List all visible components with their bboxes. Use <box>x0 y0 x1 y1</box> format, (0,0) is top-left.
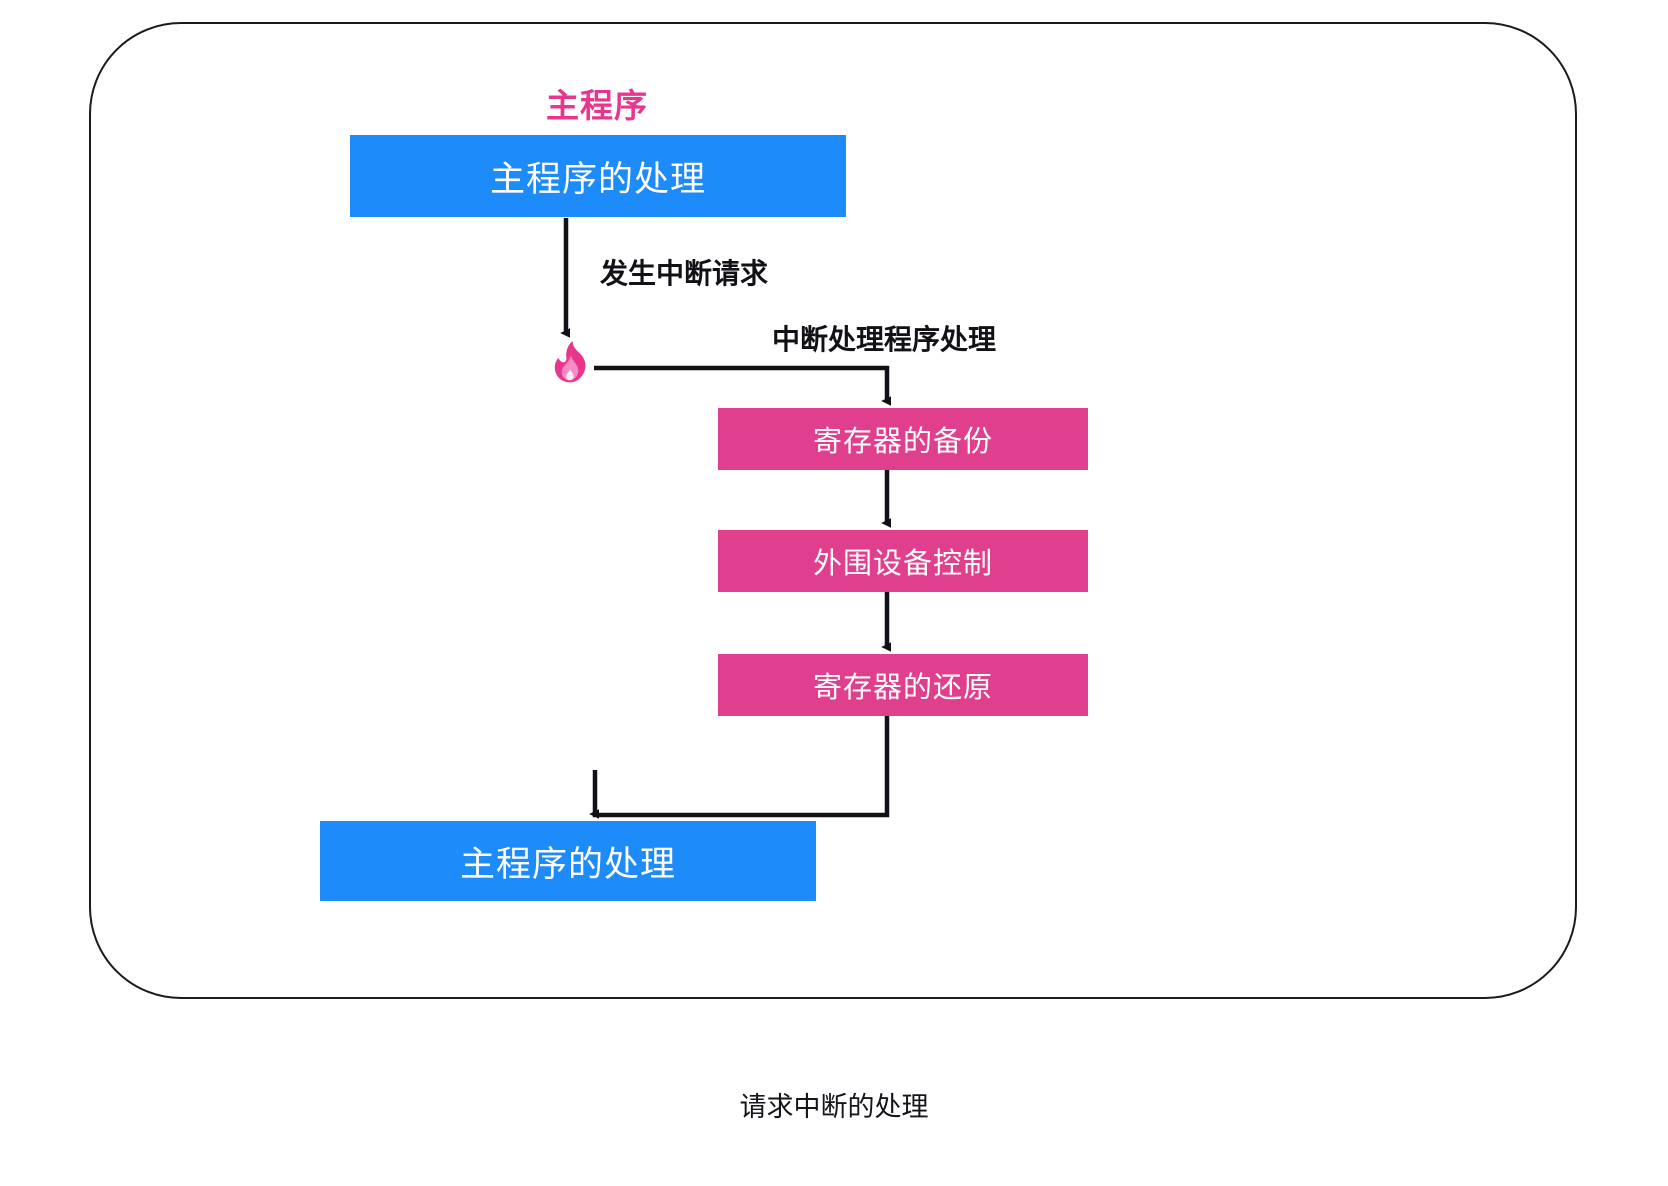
edge-label-isr-processing: 中断处理程序处理 <box>772 324 997 355</box>
node-main-program-bottom[interactable]: 主程序的处理 <box>320 821 816 901</box>
edge-label-interrupt-request: 发生中断请求 <box>600 258 769 289</box>
node-peripheral-control[interactable]: 外围设备控制 <box>718 530 1088 592</box>
node-register-restore[interactable]: 寄存器的还原 <box>718 654 1088 716</box>
flame-icon <box>551 340 591 384</box>
node-register-backup[interactable]: 寄存器的备份 <box>718 408 1088 470</box>
node-main-program-top[interactable]: 主程序的处理 <box>350 135 846 217</box>
diagram-caption: 请求中断的处理 <box>739 1092 929 1122</box>
page-title: 主程序 <box>546 87 648 124</box>
